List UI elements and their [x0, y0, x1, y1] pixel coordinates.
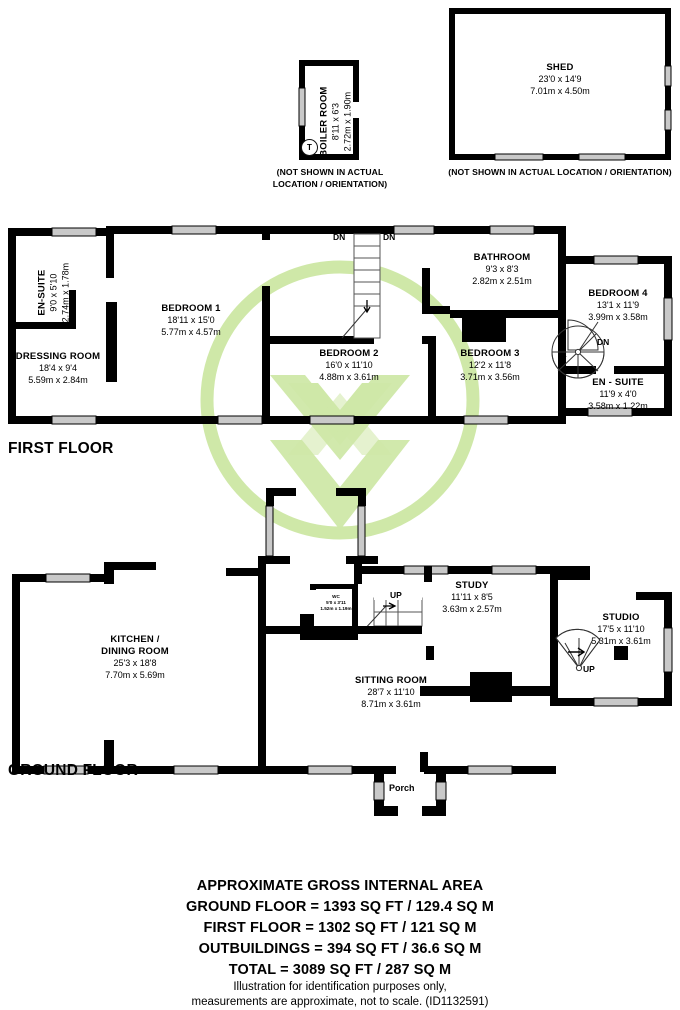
window [265, 505, 274, 557]
ground-floor-title: GROUND FLOOR [8, 762, 138, 779]
window [171, 225, 217, 235]
room-label-bedroom-3: BEDROOM 3 12'2 x 11'8 3.71m x 3.56m [460, 348, 520, 382]
room-label-bedroom-4: BEDROOM 4 13'1 x 11'9 3.99m x 3.58m [588, 288, 648, 322]
window [51, 227, 97, 237]
room-label-kitchen-dining: KITCHEN / DINING ROOM 25'3 x 18'8 7.70m … [101, 634, 169, 680]
window [463, 415, 509, 425]
window [467, 765, 513, 775]
room-label-en-suite-2: EN - SUITE 11'9 x 4'0 3.58m x 1.22m [588, 377, 648, 411]
window [489, 225, 535, 235]
room-label-dressing-room: DRESSING ROOM 18'4 x 9'4 5.59m x 2.84m [15, 351, 101, 385]
window [307, 765, 353, 775]
room-label-study: STUDY 11'11 x 8'5 3.63m x 2.57m [442, 580, 502, 614]
studio-fixture [614, 646, 628, 660]
room-label-en-suite-dressing: EN-SUITE 9'0 x 5'10 2.74m x 1.78m [36, 262, 71, 323]
room-label-bedroom-2: BEDROOM 2 16'0 x 11'10 4.88m x 3.61m [319, 348, 379, 382]
footer-total-area: TOTAL = 3089 SQ FT / 287 SQ M [228, 962, 452, 978]
spiral-stairs-direction-label-studio: UP [583, 664, 595, 674]
window [51, 415, 97, 425]
room-label-wc: WC 5'0 x 3'11 1.52m x 1.19m [320, 594, 352, 612]
boiler-room-note: (NOT SHOWN IN ACTUAL LOCATION / ORIENTAT… [272, 167, 388, 190]
spiral-staircase-studio [555, 628, 601, 672]
stairs-direction-label-left: DN [333, 232, 346, 242]
window [664, 109, 672, 131]
window [393, 225, 435, 235]
room-label-shed: SHED 23'0 x 14'9 7.01m x 4.50m [530, 62, 590, 96]
window [663, 297, 673, 341]
thermostat-icon: T [301, 139, 318, 156]
ground-floor-outline [12, 488, 673, 816]
window [491, 565, 537, 575]
porch-label: Porch [389, 783, 415, 793]
window [435, 781, 447, 801]
footer-outbuildings-area: OUTBUILDINGS = 394 SQ FT / 36.6 SQ M [198, 941, 482, 957]
first-floor-outline [8, 225, 673, 425]
spiral-staircase-bedroom4 [551, 319, 605, 379]
shed-outline [449, 8, 672, 161]
first-floor-title: FIRST FLOOR [8, 440, 114, 457]
room-label-studio: STUDIO 17'5 x 11'10 5.31m x 3.61m [591, 612, 651, 646]
footer-disclaimer-line2: measurements are approximate, not to sca… [191, 996, 489, 1008]
shed-note: (NOT SHOWN IN ACTUAL LOCATION / ORIENTAT… [448, 167, 672, 177]
window [593, 697, 639, 707]
window [578, 153, 626, 161]
window [663, 627, 673, 673]
window [217, 415, 263, 425]
window [173, 765, 219, 775]
window [298, 87, 306, 127]
footer-ground-floor-area: GROUND FLOOR = 1393 SQ FT / 129.4 SQ M [186, 899, 494, 915]
stairs-direction-label-right: DN [383, 232, 396, 242]
window [373, 781, 385, 801]
footer-disclaimer-line1: Illustration for identification purposes… [233, 981, 447, 993]
window [593, 255, 639, 265]
stairs-direction-label-ground: UP [390, 590, 402, 600]
room-label-bathroom: BATHROOM 9'3 x 8'3 2.82m x 2.51m [472, 252, 532, 286]
window [45, 573, 91, 583]
window [357, 505, 366, 557]
staircase-first-floor [341, 233, 381, 339]
window [494, 153, 544, 161]
spiral-stairs-direction-label-first: DN [597, 337, 610, 347]
room-label-sitting-room: SITTING ROOM 28'7 x 11'10 8.71m x 3.61m [354, 675, 428, 709]
room-label-bedroom-1: BEDROOM 1 18'11 x 15'0 5.77m x 4.57m [161, 303, 221, 337]
boiler-room-outline [298, 60, 359, 160]
footer-first-floor-area: FIRST FLOOR = 1302 SQ FT / 121 SQ M [203, 920, 477, 936]
window [309, 415, 355, 425]
room-label-boiler-room: BOILER ROOM 8'11 x 6'3 2.72m x 1.90m [318, 86, 353, 157]
window [664, 65, 672, 87]
footer-area-heading: APPROXIMATE GROSS INTERNAL AREA [196, 878, 484, 894]
